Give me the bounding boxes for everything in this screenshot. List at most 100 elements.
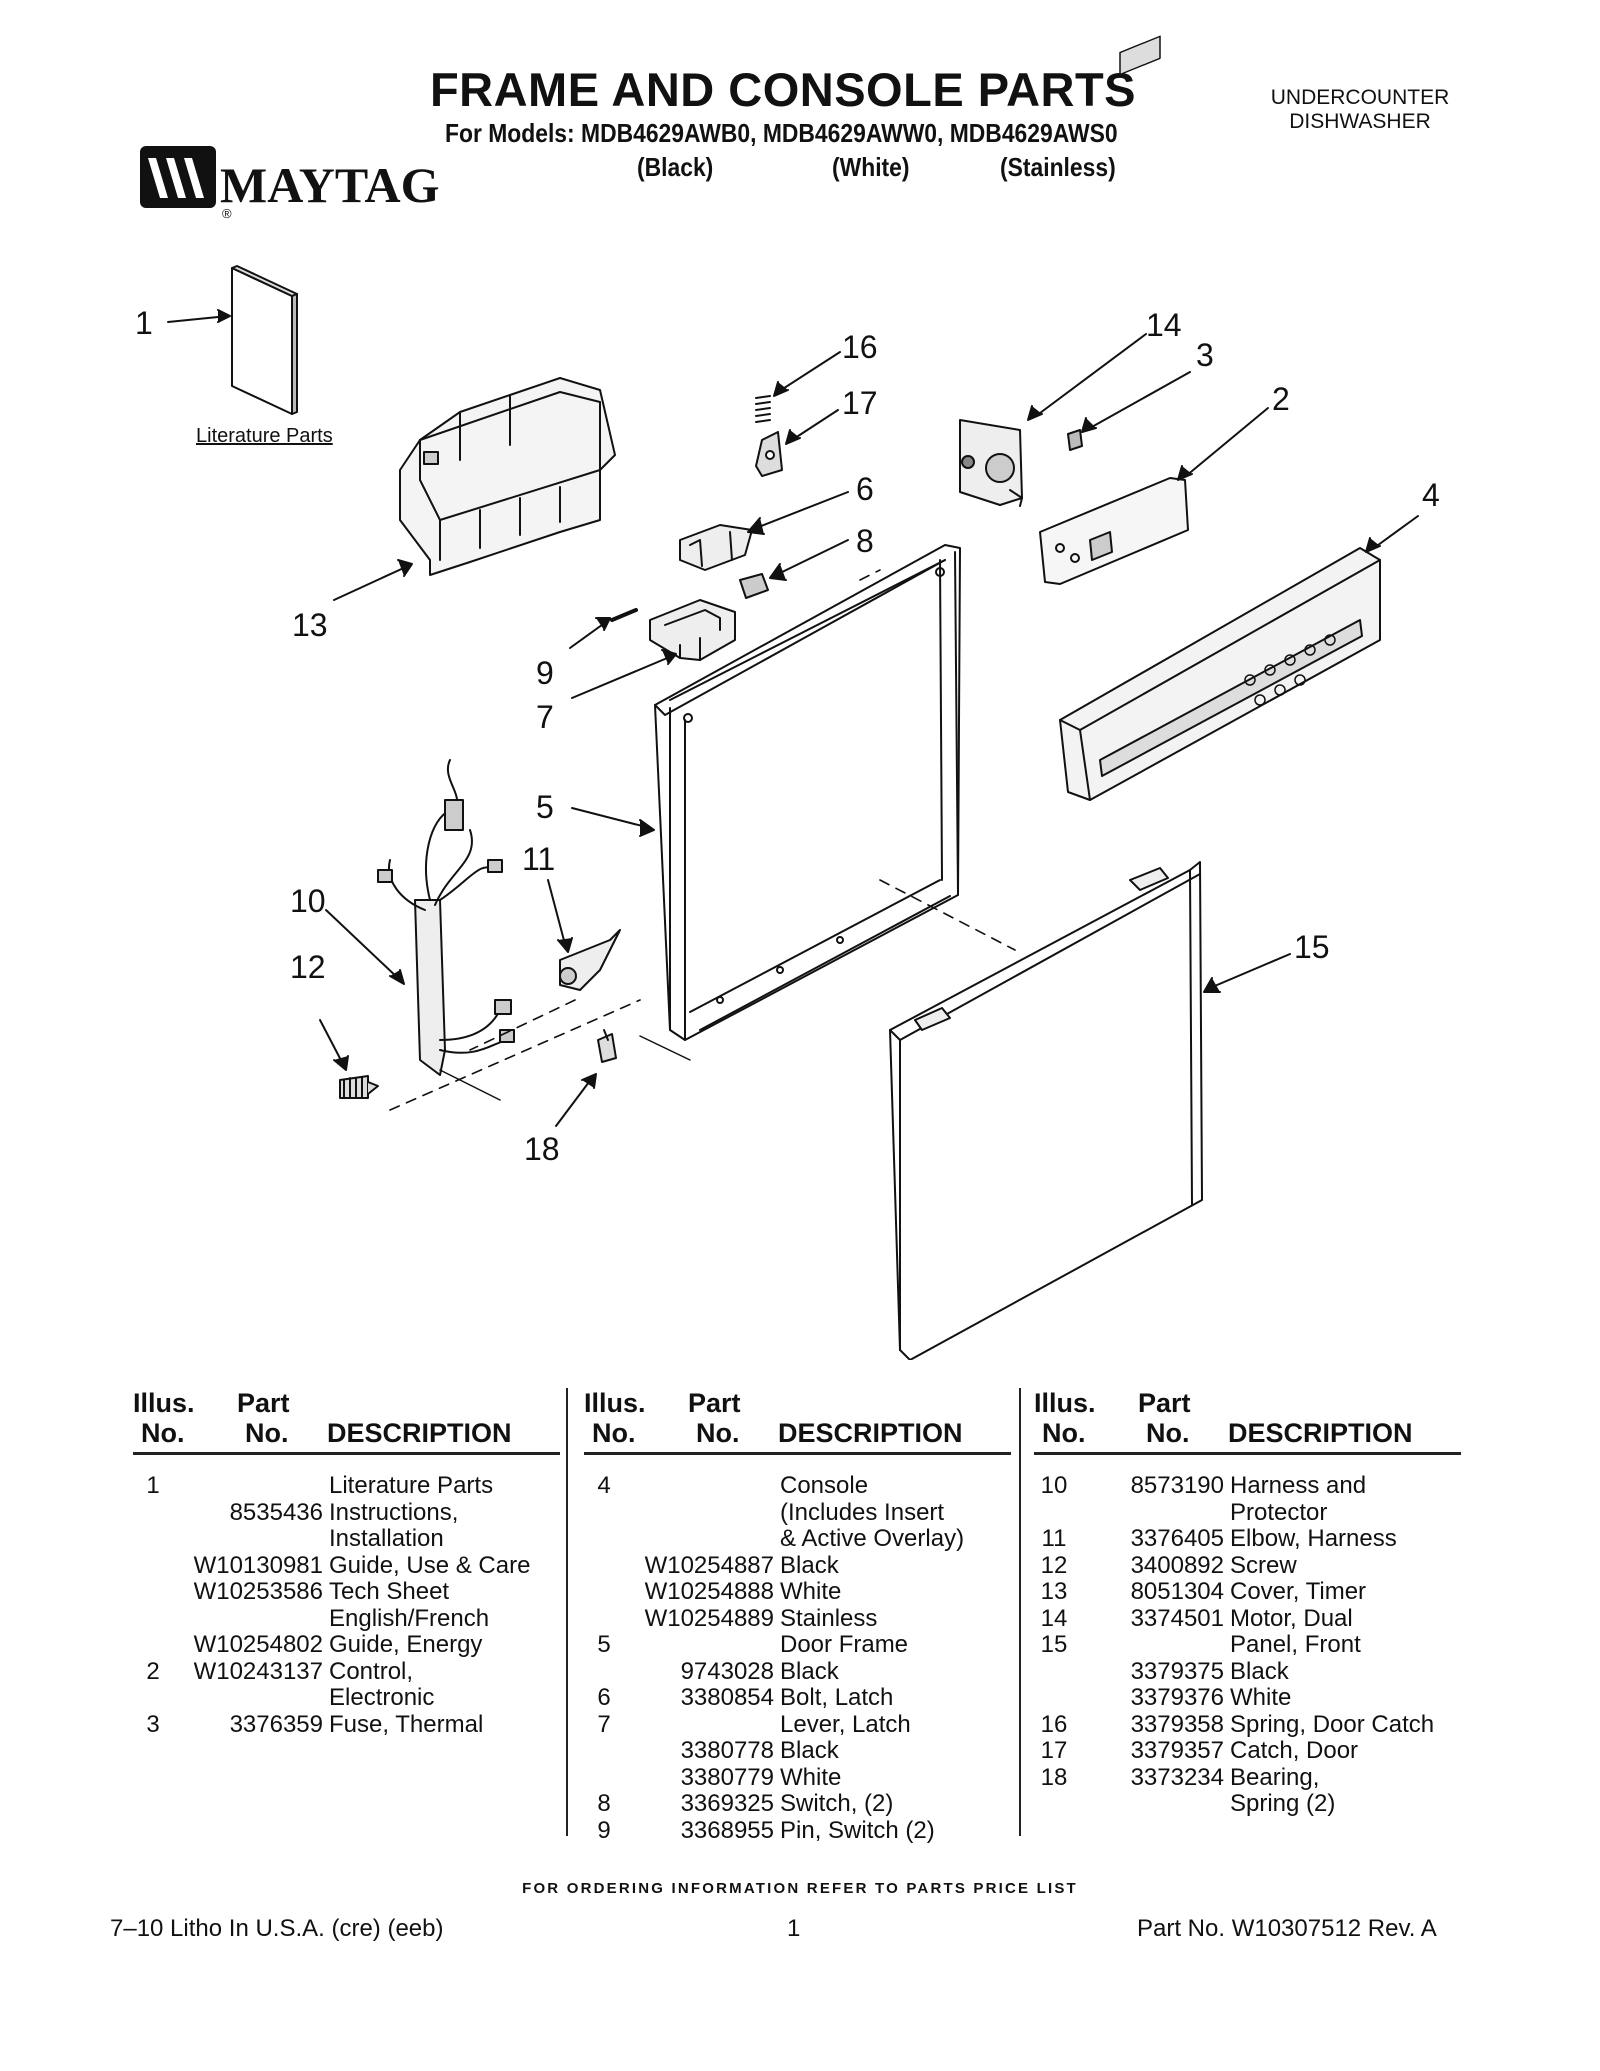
- part-description: White: [780, 1578, 842, 1605]
- part-description: Lever, Latch: [780, 1710, 911, 1738]
- part-description: Pin, Switch (2): [780, 1816, 935, 1844]
- door-catch-spring: [755, 395, 771, 423]
- part-description: Instructions,: [329, 1498, 459, 1526]
- latch-bolt: [679, 524, 753, 571]
- illus-number: 4: [597, 1472, 611, 1499]
- part-description: White: [1230, 1684, 1292, 1711]
- part-description: Black: [1230, 1657, 1289, 1685]
- table-row: English/French: [133, 1604, 560, 1633]
- callout-15: 15: [1294, 929, 1330, 965]
- callout-17: 17: [842, 385, 878, 421]
- callout-5: 5: [536, 789, 554, 825]
- part-description: Guide, Energy: [329, 1631, 483, 1658]
- part-description: Tech Sheet: [329, 1578, 450, 1605]
- assembly-lines: [389, 569, 1016, 1111]
- registered-mark: ®: [222, 206, 232, 220]
- latch-lever: [649, 599, 736, 661]
- illus-number: 3: [146, 1710, 160, 1738]
- part-number: W10254888: [644, 1578, 774, 1605]
- switch-pin: [610, 608, 638, 622]
- part-description: Installation: [329, 1525, 444, 1552]
- part-description: White: [780, 1763, 842, 1791]
- table-row: Spring (2): [1034, 1790, 1461, 1818]
- footer-part-number: Part No. W10307512 Rev. A: [1137, 1915, 1437, 1942]
- footer-litho: 7–10 Litho In U.S.A. (cre) (eeb): [110, 1915, 444, 1942]
- harness-elbow: [559, 929, 621, 991]
- table-row: Installation: [133, 1525, 560, 1553]
- header-description: DESCRIPTION: [778, 1418, 963, 1448]
- callout-16: 16: [842, 329, 878, 365]
- header-rule: [1034, 1452, 1461, 1455]
- part-number: 3380778: [680, 1737, 774, 1764]
- header-description: DESCRIPTION: [327, 1418, 512, 1448]
- illus-number: 16: [1040, 1710, 1068, 1738]
- column-divider: [1019, 1388, 1021, 1836]
- part-description: Screw: [1230, 1551, 1297, 1579]
- callout-11: 11: [522, 841, 555, 877]
- part-description: Bearing,: [1230, 1763, 1320, 1791]
- part-number: 9743028: [680, 1657, 774, 1685]
- electronic-control: [1039, 35, 1189, 585]
- illus-number: 5: [597, 1631, 611, 1658]
- part-description: Black: [780, 1737, 839, 1764]
- part-number: 3374501: [1130, 1604, 1224, 1632]
- part-description: Panel, Front: [1230, 1631, 1361, 1658]
- illus-number: 11: [1041, 1525, 1067, 1552]
- part-number: W10254889: [644, 1604, 774, 1632]
- part-number: W10254802: [193, 1631, 323, 1658]
- illus-number: 17: [1040, 1737, 1068, 1764]
- bearing-spring: [597, 1029, 617, 1063]
- header-part: Part No.: [237, 1388, 290, 1448]
- callout-8: 8: [856, 523, 874, 559]
- part-number: 8573190: [1130, 1472, 1224, 1499]
- door-catch: [755, 431, 783, 477]
- maytag-logo-icon: MAYTAG ®: [140, 146, 439, 221]
- illus-number: 1: [146, 1472, 160, 1499]
- part-number: W10254887: [644, 1551, 774, 1579]
- part-description: Control,: [329, 1657, 414, 1685]
- illus-number: 12: [1040, 1551, 1068, 1579]
- illus-number: 2: [146, 1657, 160, 1685]
- page-number: 1: [787, 1915, 801, 1942]
- callout-numbers: 1 16 17 14 3 2 6 4 8 13 9 7 5 11 10 12 1…: [135, 305, 1440, 1167]
- part-description: & Active Overlay): [780, 1525, 965, 1552]
- latch-switch: [739, 573, 769, 599]
- callout-4: 4: [1422, 477, 1440, 513]
- part-description: Switch, (2): [780, 1790, 894, 1817]
- part-number: 8051304: [1130, 1578, 1224, 1605]
- category-line-1: UNDERCOUNTER: [1270, 86, 1450, 109]
- part-description: Protector: [1230, 1498, 1328, 1526]
- part-number: W10243137: [193, 1657, 323, 1685]
- product-category: UNDERCOUNTER DISHWASHER: [1255, 86, 1465, 134]
- header-description: DESCRIPTION: [1228, 1418, 1413, 1448]
- finish-black: (Black): [637, 152, 714, 182]
- wiring-harness: [377, 759, 515, 1101]
- part-number: 3373234: [1130, 1763, 1224, 1791]
- table-header: Illus. No. Part No. DESCRIPTION: [1034, 1388, 1461, 1452]
- exploded-parts-diagram: 1 16 17 14 3 2 6 4 8 13 9 7 5 11 10 12 1…: [135, 35, 1440, 1360]
- part-description: English/French: [329, 1604, 490, 1632]
- header-rule: [133, 1452, 560, 1455]
- part-description: Bolt, Latch: [780, 1684, 894, 1711]
- part-number: 3369325: [680, 1790, 774, 1817]
- part-description: Motor, Dual: [1230, 1604, 1353, 1632]
- part-description: (Includes Insert: [780, 1498, 945, 1526]
- table-header: Illus. No. Part No. DESCRIPTION: [584, 1388, 1011, 1452]
- illus-number: 15: [1040, 1631, 1068, 1658]
